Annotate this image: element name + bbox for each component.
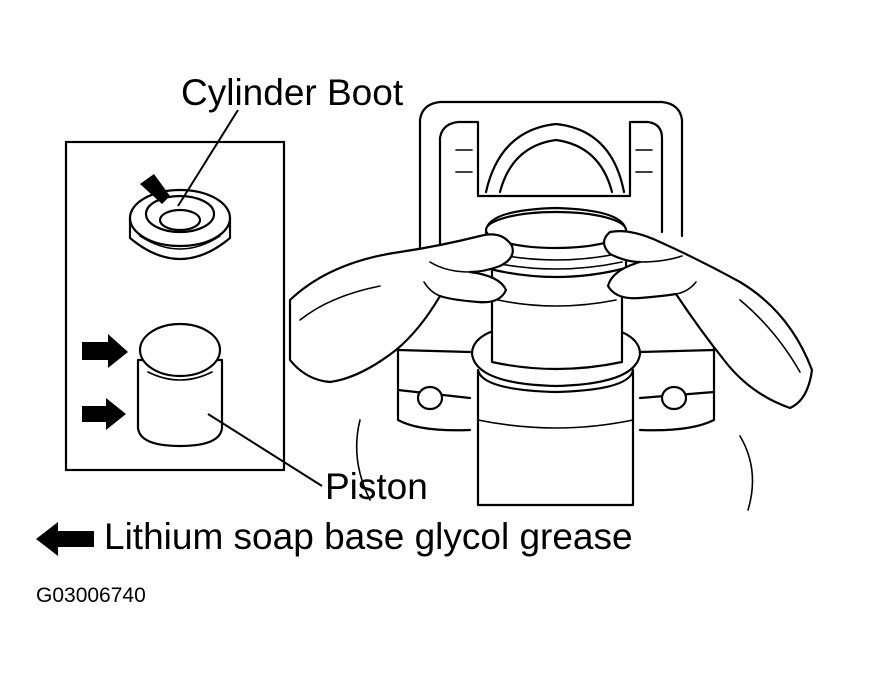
inset-frame xyxy=(64,140,286,472)
right-arrow-icon xyxy=(140,174,170,204)
right-arrow-icon xyxy=(82,334,128,368)
figure-code: G03006740 xyxy=(36,584,146,607)
grease-legend-label: Lithium soap base glycol grease xyxy=(104,516,633,557)
left-hand xyxy=(288,233,514,384)
piston-leader-line xyxy=(207,413,323,487)
main-shading xyxy=(355,419,754,511)
cylinder-boot-part xyxy=(128,188,232,260)
cylinder-boot-label: Cylinder Boot xyxy=(181,72,404,113)
right-hand xyxy=(602,230,814,410)
piston-in-caliper xyxy=(484,206,628,371)
right-arrow-icon xyxy=(82,398,126,430)
left-arrow-icon xyxy=(36,522,94,556)
piston-part xyxy=(136,322,224,448)
piston-label: Piston xyxy=(325,466,428,507)
cylinder-bore xyxy=(470,320,642,507)
boot-leader-line xyxy=(177,109,239,207)
